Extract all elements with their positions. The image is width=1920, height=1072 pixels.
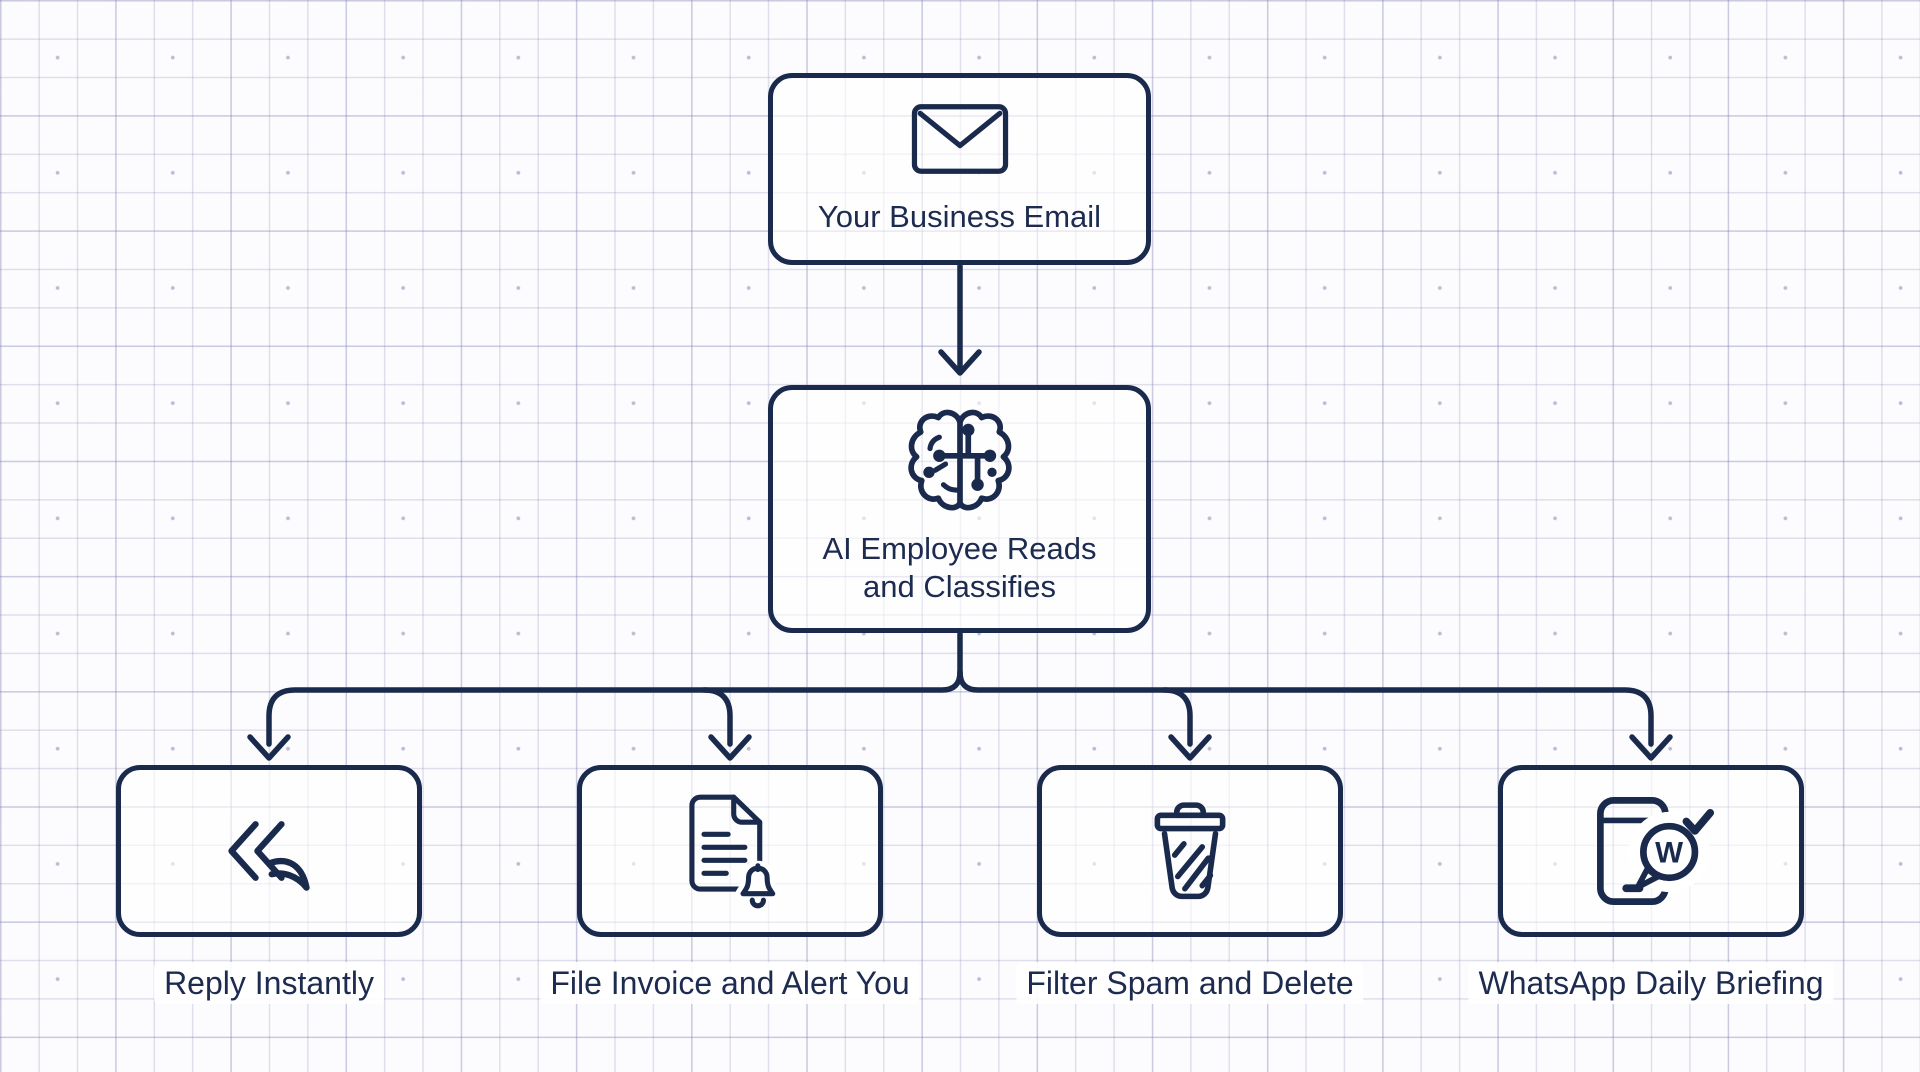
node-filter-spam	[1037, 765, 1343, 937]
caption-whatsapp-briefing: WhatsApp Daily Briefing	[1468, 962, 1834, 1004]
node-label-line2: and Classifies	[863, 569, 1056, 604]
node-file-invoice	[577, 765, 883, 937]
whatsapp-phone-icon: W	[1597, 797, 1715, 905]
invoice-bell-icon	[689, 794, 781, 909]
node-ai-employee: AI Employee Reads and Classifies	[768, 385, 1151, 633]
arrowhead-icon	[708, 734, 752, 761]
node-label-line1: AI Employee Reads	[822, 531, 1097, 566]
caption-filter-spam: Filter Spam and Delete	[1016, 962, 1364, 1004]
arrowhead-icon	[1629, 734, 1673, 761]
edge-drop-3	[1161, 687, 1193, 747]
arrowhead-icon	[1168, 734, 1212, 761]
caption-file-invoice: File Invoice and Alert You	[540, 962, 920, 1004]
edge-branch-right	[957, 669, 1654, 747]
arrowhead-icon	[938, 349, 982, 376]
brain-circuit-icon	[907, 409, 1012, 511]
edge-drop-2	[701, 687, 733, 747]
arrowhead-icon	[247, 734, 291, 761]
edge-branch-left	[266, 669, 963, 747]
trash-icon	[1154, 802, 1226, 900]
node-reply-instantly	[116, 765, 422, 937]
caption-reply-instantly: Reply Instantly	[154, 962, 384, 1004]
node-label: Your Business Email	[817, 199, 1102, 234]
reply-arrow-icon	[228, 821, 310, 891]
envelope-icon	[911, 104, 1008, 174]
node-whatsapp-briefing: W	[1498, 765, 1804, 937]
node-business-email: Your Business Email	[768, 73, 1151, 265]
whatsapp-w-letter: W	[1655, 836, 1683, 869]
